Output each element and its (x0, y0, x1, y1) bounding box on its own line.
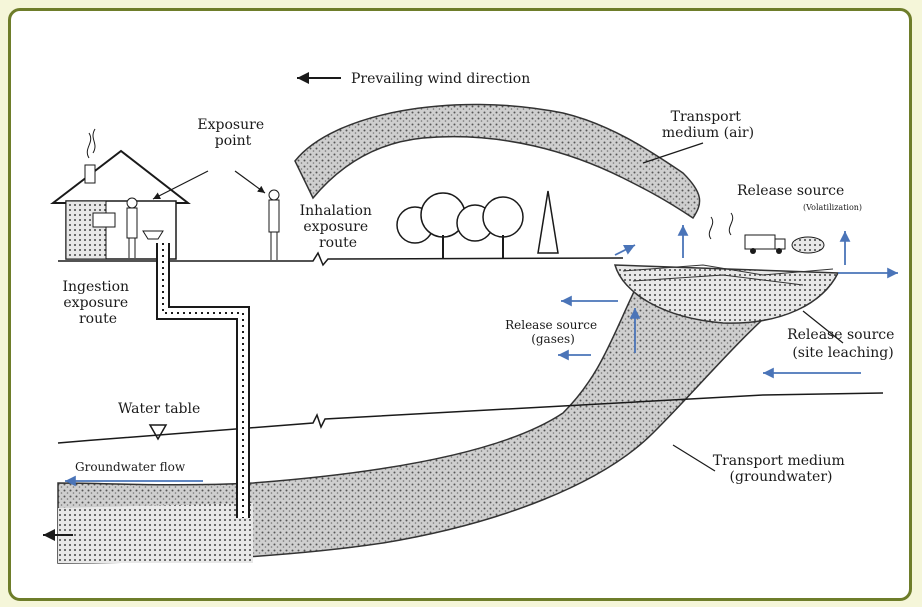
well-pipe (163, 243, 243, 518)
water-table-label: Water table (118, 401, 200, 417)
release-leaching-label: Release source (site leaching) (787, 327, 899, 361)
ingestion-label: Ingestion exposure route (63, 279, 134, 327)
release-gases-label: Release source (gases) (505, 318, 601, 346)
transport-groundwater-label: Transport medium (groundwater) (713, 453, 849, 485)
truck-icon (745, 235, 824, 254)
exposure-pointer (235, 171, 265, 193)
water-table-triangle-icon (150, 425, 166, 439)
exposure-point-label: Exposure point (197, 117, 268, 149)
diagram-frame: Prevailing wind direction Exposure point… (8, 8, 912, 601)
release-arrows (65, 225, 898, 481)
inhalation-label: Inhalation exposure route (300, 203, 377, 251)
groundwater-flow-label: Groundwater flow (75, 460, 186, 474)
person-icon (269, 190, 279, 260)
aquifer-band (58, 503, 253, 563)
wind-label: Prevailing wind direction (351, 71, 530, 87)
transport-air-label: Transport medium (air) (662, 109, 754, 141)
exposure-pathway-diagram: Prevailing wind direction Exposure point… (11, 11, 909, 598)
house-icon (53, 129, 188, 259)
trees-icon (397, 191, 558, 259)
release-volatilization-label: Release source (737, 183, 844, 199)
gw-medium-pointer (673, 445, 715, 471)
volatilization-label: (Volatilization) (803, 203, 862, 212)
